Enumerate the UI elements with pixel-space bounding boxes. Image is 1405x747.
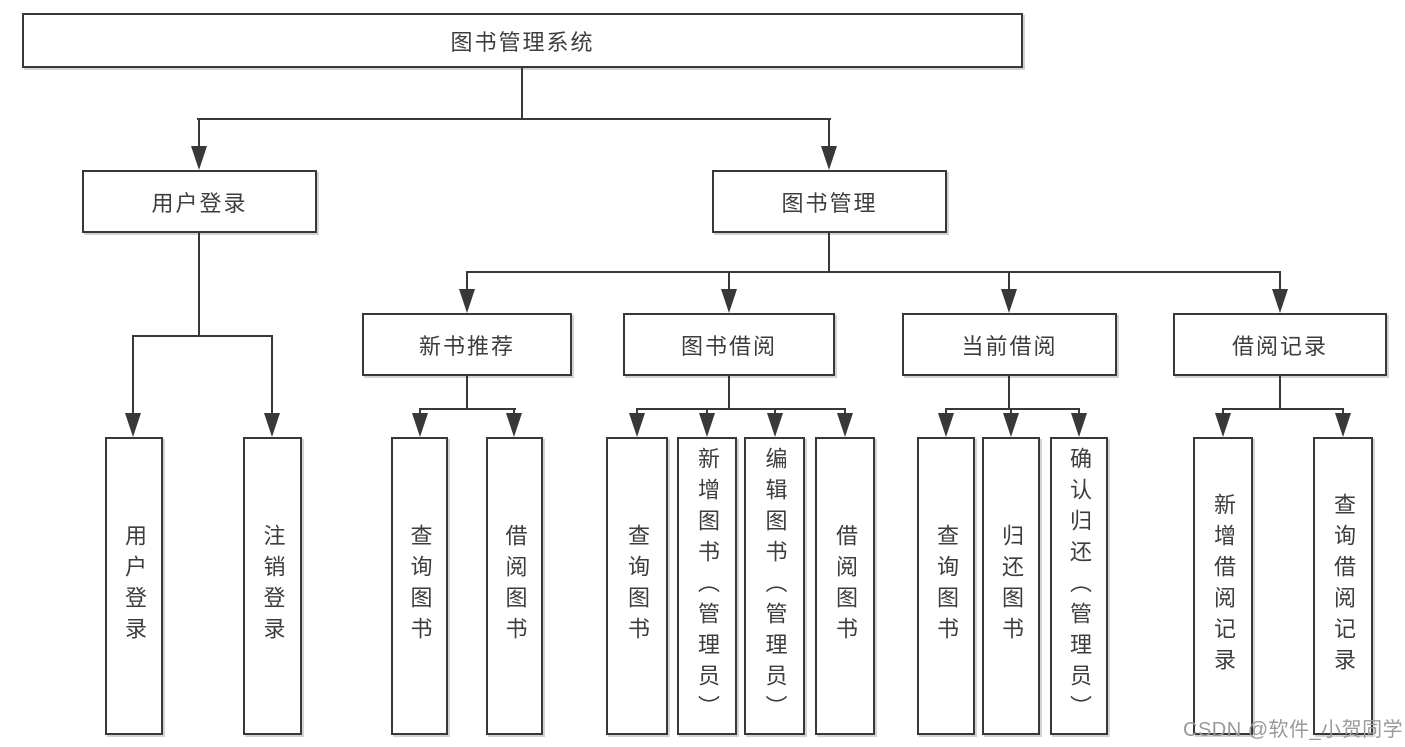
arrow-down-icon [1272, 289, 1288, 313]
connector-mgmt-drop-2 [728, 271, 730, 291]
connector-br-drop-1 [1222, 408, 1224, 416]
connector-login-rail [132, 335, 273, 337]
arrow-down-icon [459, 289, 475, 313]
node-cb-confirm-return-admin: 确认归还（管理员） [1050, 437, 1108, 735]
node-bb-edit-books-admin-label: 编辑图书（管理员） [762, 446, 788, 726]
node-cb-return-books-label: 归还图书 [999, 524, 1024, 648]
node-bb-add-books-admin: 新增图书（管理员） [677, 437, 737, 735]
node-br-query-record-label: 查询借阅记录 [1331, 493, 1356, 679]
node-cb-query-books: 查询图书 [917, 437, 975, 735]
node-library-system-label: 图书管理系统 [450, 29, 595, 55]
node-book-borrowing-label: 图书借阅 [680, 333, 777, 359]
arrow-down-icon [1215, 413, 1231, 437]
node-bb-add-books-admin-label: 新增图书（管理员） [695, 446, 720, 726]
connector-mgmt-drop-4 [1279, 271, 1281, 291]
connector-br-rail [1222, 408, 1344, 410]
connector-root-rail [197, 118, 831, 120]
arrow-down-icon [699, 413, 715, 437]
arrow-down-icon [1003, 413, 1019, 437]
connector-root-drop-right [828, 118, 830, 148]
arrow-down-icon [938, 413, 954, 437]
connector-cb-stub [1008, 376, 1010, 408]
connector-nb-stub [466, 376, 468, 408]
node-bb-query-books: 查询图书 [606, 437, 668, 735]
arrow-down-icon [264, 413, 280, 437]
connector-login-drop-1 [132, 335, 134, 415]
node-cb-confirm-return-admin-label: 确认归还（管理员） [1067, 446, 1092, 726]
connector-cb-drop-3 [1078, 408, 1080, 416]
node-book-borrowing: 图书借阅 [623, 313, 835, 376]
node-login-label: 用户登录 [122, 524, 147, 648]
connector-mgmt-stub [828, 233, 830, 271]
node-book-management-label: 图书管理 [781, 190, 878, 216]
arrow-down-icon [1001, 289, 1017, 313]
arrow-down-icon [125, 413, 141, 437]
connector-nb-rail [419, 408, 516, 410]
connector-login-stub [198, 233, 200, 335]
node-current-borrowing-label: 当前借阅 [961, 333, 1058, 359]
connector-root-drop-left [198, 118, 200, 148]
connector-mgmt-rail [466, 271, 1281, 273]
node-nb-borrow-books: 借阅图书 [486, 437, 543, 735]
connector-bb-rail [636, 408, 846, 410]
arrow-down-icon [1335, 413, 1351, 437]
connector-cb-drop-1 [945, 408, 947, 416]
node-current-borrowing: 当前借阅 [902, 313, 1117, 376]
node-user-login: 用户登录 [82, 170, 317, 233]
node-book-management: 图书管理 [712, 170, 947, 233]
connector-bb-drop-4 [844, 408, 846, 416]
connector-br-stub [1279, 376, 1281, 408]
connector-login-drop-2 [271, 335, 273, 415]
connector-cb-drop-2 [1010, 408, 1012, 416]
node-user-login-label: 用户登录 [151, 190, 248, 216]
connector-nb-drop-2 [513, 408, 515, 416]
node-library-system: 图书管理系统 [22, 13, 1023, 68]
node-bb-borrow-books-label: 借阅图书 [833, 524, 858, 648]
node-bb-query-books-label: 查询图书 [625, 524, 650, 648]
connector-mgmt-drop-1 [466, 271, 468, 291]
arrow-down-icon [821, 146, 837, 170]
node-bb-edit-books-admin: 编辑图书（管理员） [744, 437, 805, 735]
connector-bb-drop-1 [636, 408, 638, 416]
node-nb-query-books-label: 查询图书 [407, 524, 433, 648]
connector-mgmt-drop-3 [1008, 271, 1010, 291]
arrow-down-icon [191, 146, 207, 170]
node-new-book-recommend-label: 新书推荐 [418, 333, 515, 359]
arrow-down-icon [1071, 413, 1087, 437]
node-nb-query-books: 查询图书 [391, 437, 448, 735]
arrow-down-icon [629, 413, 645, 437]
node-logout: 注销登录 [243, 437, 302, 735]
arrow-down-icon [767, 413, 783, 437]
node-br-query-record: 查询借阅记录 [1313, 437, 1373, 735]
node-borrow-records-label: 借阅记录 [1231, 333, 1328, 359]
arrow-down-icon [412, 413, 428, 437]
node-br-add-record: 新增借阅记录 [1193, 437, 1253, 735]
connector-root-stub [521, 68, 523, 118]
node-cb-return-books: 归还图书 [982, 437, 1040, 735]
connector-bb-drop-3 [774, 408, 776, 416]
connector-cb-rail [945, 408, 1080, 410]
node-login: 用户登录 [105, 437, 163, 735]
connector-bb-drop-2 [706, 408, 708, 416]
connector-nb-drop-1 [419, 408, 421, 416]
node-logout-label: 注销登录 [260, 524, 286, 648]
node-borrow-records: 借阅记录 [1173, 313, 1387, 376]
node-new-book-recommend: 新书推荐 [362, 313, 572, 376]
node-nb-borrow-books-label: 借阅图书 [502, 524, 528, 648]
node-br-add-record-label: 新增借阅记录 [1211, 493, 1236, 679]
arrow-down-icon [506, 413, 522, 437]
csdn-watermark: CSDN @软件_小贺同学 [1183, 719, 1404, 741]
node-cb-query-books-label: 查询图书 [934, 524, 959, 648]
arrow-down-icon [721, 289, 737, 313]
connector-br-drop-2 [1342, 408, 1344, 416]
arrow-down-icon [837, 413, 853, 437]
connector-bb-stub [728, 376, 730, 408]
node-bb-borrow-books: 借阅图书 [815, 437, 875, 735]
